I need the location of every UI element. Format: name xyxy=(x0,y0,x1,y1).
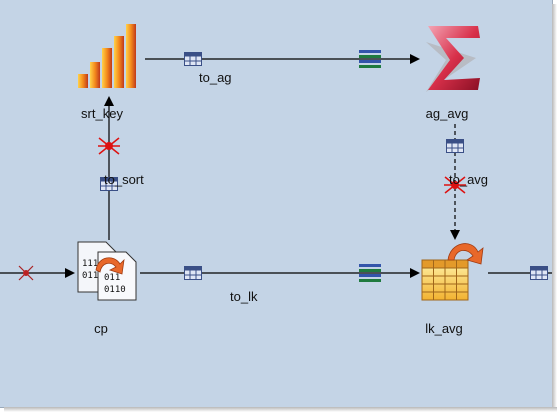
job-design-canvas[interactable]: to_ag to_sort to_avg to_lk srt_key xyxy=(0,0,553,408)
svg-text:011: 011 xyxy=(104,273,120,283)
link-badge-icon xyxy=(184,266,202,280)
copy-documents-icon: 111 0110 011 0110 xyxy=(77,241,137,301)
lk-avg-stage[interactable] xyxy=(420,238,486,302)
sigma-aggregate-icon xyxy=(426,26,480,92)
svg-text:111: 111 xyxy=(82,259,98,269)
ag-avg-stage[interactable] xyxy=(420,22,486,94)
srt-key-stage[interactable] xyxy=(76,22,138,92)
link-marker-icon xyxy=(18,265,34,281)
link-label-to-sort[interactable]: to_sort xyxy=(104,172,144,187)
link-badge-icon xyxy=(446,139,464,153)
cp-stage[interactable]: 111 0110 011 0110 xyxy=(76,240,142,302)
link-label-to-avg[interactable]: to_avg xyxy=(449,172,489,187)
frame-shadow-bottom xyxy=(4,407,557,412)
lookup-table-icon xyxy=(421,243,484,301)
frame-shadow-right xyxy=(552,4,557,412)
link-badge-icon xyxy=(530,266,548,280)
component-label-cp: cp xyxy=(94,321,108,336)
link-label-to-ag[interactable]: to_ag xyxy=(199,70,232,85)
buffer-icon xyxy=(359,50,381,68)
svg-text:0110: 0110 xyxy=(104,285,126,295)
svg-text:0110: 0110 xyxy=(82,271,104,281)
component-label-ag-avg: ag_avg xyxy=(425,106,469,121)
component-label-srt-key: srt_key xyxy=(81,106,123,121)
error-marker-icon xyxy=(444,176,466,194)
buffer-icon xyxy=(359,264,381,282)
link-badge-icon xyxy=(100,177,118,191)
link-label-to-lk[interactable]: to_lk xyxy=(230,289,258,304)
component-label-lk-avg: lk_avg xyxy=(425,321,463,336)
sort-bars-icon xyxy=(78,24,136,88)
link-badge-icon xyxy=(184,52,202,66)
error-marker-icon xyxy=(98,137,120,155)
